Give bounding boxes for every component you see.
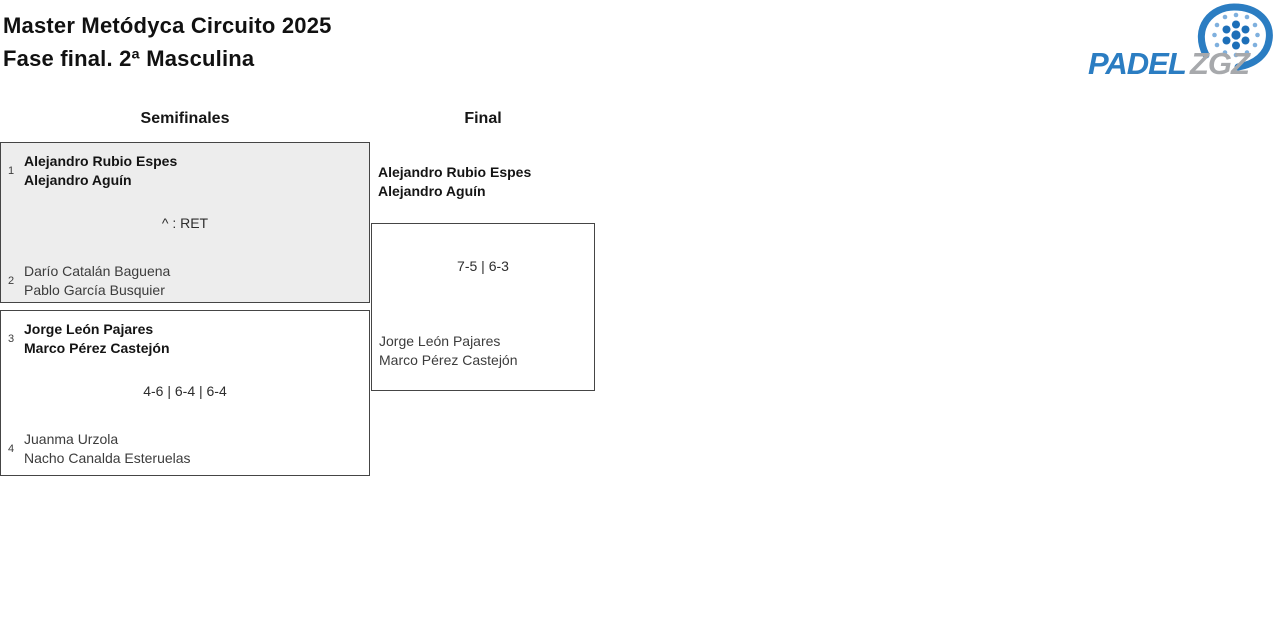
team-names: Jorge León Pajares Marco Pérez Castejón: [24, 320, 170, 358]
team-row: Jorge León Pajares Marco Pérez Castejón: [372, 332, 594, 370]
match-score: 7-5 | 6-3: [457, 258, 509, 274]
team-row: 1 Alejandro Rubio Espes Alejandro Aguín: [1, 152, 369, 190]
player-name: Pablo García Busquier: [24, 282, 165, 298]
seed-number: 3: [8, 333, 15, 345]
racket-dots-inner-icon: [1222, 20, 1250, 50]
match-box-semifinal-2: 3 Jorge León Pajares Marco Pérez Castejó…: [0, 310, 370, 476]
padelzgz-logo-graphic: PADEL ZGZ: [1088, 3, 1273, 81]
team-names: Darío Catalán Baguena Pablo García Busqu…: [24, 262, 170, 300]
match-box-semifinal-1: 1 Alejandro Rubio Espes Alejandro Aguín …: [0, 142, 370, 303]
match-score: 4-6 | 6-4 | 6-4: [143, 383, 227, 399]
team-names: Jorge León Pajares Marco Pérez Castejón: [379, 332, 518, 370]
column-header-semifinales: Semifinales: [140, 110, 230, 127]
player-name: Nacho Canalda Esteruelas: [24, 450, 191, 466]
team-names: Alejandro Rubio Espes Alejandro Aguín: [24, 152, 177, 190]
match-score: ^ : RET: [161, 215, 209, 231]
player-name: Marco Pérez Castejón: [24, 340, 170, 356]
player-name: Alejandro Aguín: [24, 172, 132, 188]
team-row: 4 Juanma Urzola Nacho Canalda Esteruelas: [1, 430, 369, 468]
player-name: Darío Catalán Baguena: [24, 263, 171, 279]
page-title: Master Metódyca Circuito 2025 Fase final…: [3, 9, 332, 75]
logo-text-padel: PADEL: [1088, 46, 1186, 81]
player-name: Alejandro Rubio Espes: [378, 164, 532, 180]
seed-number: 4: [8, 443, 15, 455]
seed-number: 2: [8, 275, 15, 287]
player-name: Alejandro Rubio Espes: [24, 153, 178, 169]
seed-number: 1: [8, 165, 15, 177]
racket-swoosh-icon: [1197, 3, 1273, 71]
padelzgz-logo: PADEL ZGZ: [1086, 3, 1276, 85]
phase-subtitle: Fase final. 2ª Masculina: [3, 46, 255, 71]
column-header-final: Final: [464, 110, 502, 127]
match-box-final: 7-5 | 6-3 Jorge León Pajares Marco Pérez…: [371, 223, 595, 391]
team-names: Juanma Urzola Nacho Canalda Esteruelas: [24, 430, 191, 468]
tournament-title: Master Metódyca Circuito 2025: [3, 13, 332, 38]
team-row: 3 Jorge León Pajares Marco Pérez Castejó…: [1, 320, 369, 358]
player-name: Juanma Urzola: [24, 431, 119, 447]
player-name: Jorge León Pajares: [379, 333, 501, 349]
logo-text-zgz: ZGZ: [1189, 46, 1251, 81]
racket-dots-outer-icon: [1212, 12, 1260, 58]
player-name: Jorge León Pajares: [24, 321, 154, 337]
team-row: 2 Darío Catalán Baguena Pablo García Bus…: [1, 262, 369, 300]
player-name: Marco Pérez Castejón: [379, 352, 518, 368]
player-name: Alejandro Aguín: [378, 183, 486, 199]
final-team-top: Alejandro Rubio Espes Alejandro Aguín: [378, 163, 531, 201]
